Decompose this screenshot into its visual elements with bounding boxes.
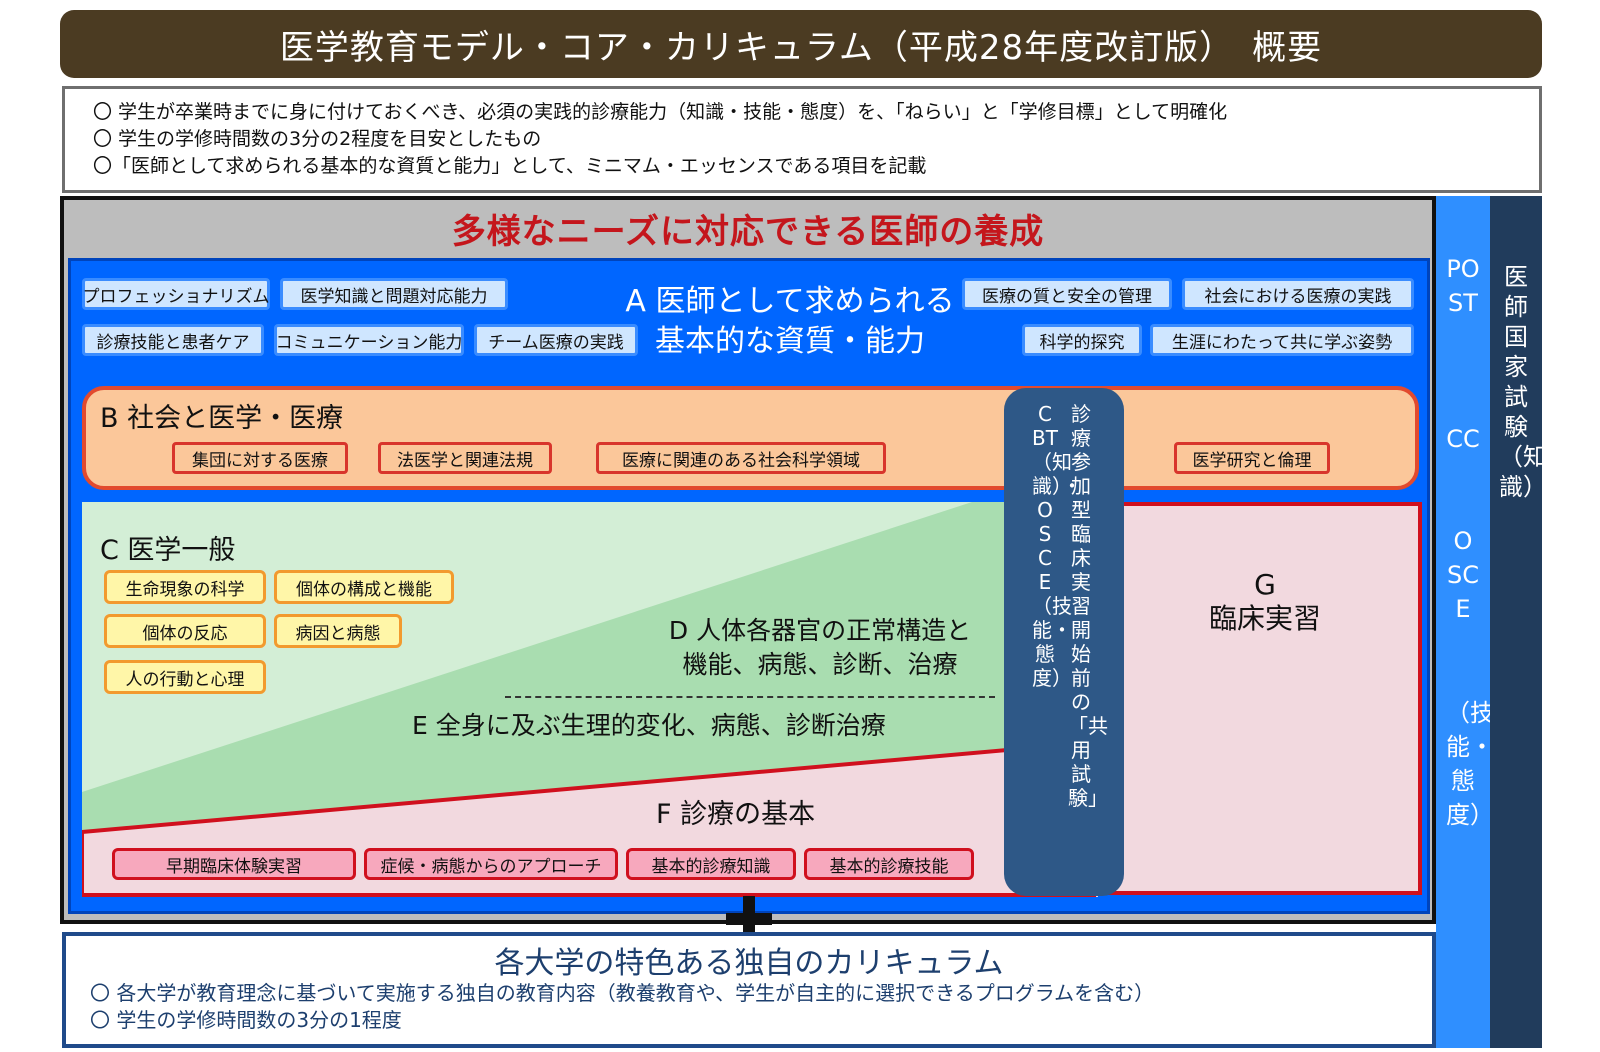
university-line: 〇 学生の学修時間数の3分の1程度 xyxy=(90,1008,402,1032)
tag-c-life-science: 生命現象の科学 xyxy=(104,570,266,604)
cbt-osce-box: CBT（知識）・OSCE（技能・態度） 診療参加型臨床実習開始前の「共用試験」 xyxy=(1004,388,1124,896)
tag-f-symptom-approach: 症候・病態からのアプローチ xyxy=(364,848,618,880)
tag-c-structure: 個体の構成と機能 xyxy=(274,570,454,604)
university-curriculum-box xyxy=(62,932,1436,1048)
tag-a-social-practice: 社会における医療の実践 xyxy=(1182,278,1414,310)
tag-b-social-science: 医療に関連のある社会科学領域 xyxy=(596,442,886,474)
tag-b-population: 集団に対する医療 xyxy=(172,442,348,474)
summary-box: 〇 学生が卒業時までに身に付けておくべき、必須の実践的診療能力（知識・技能・態度… xyxy=(62,86,1542,193)
page-title: 医学教育モデル・コア・カリキュラム（平成28年度改訂版） 概要 xyxy=(60,10,1542,78)
tag-a-clinical-skills: 診療技能と患者ケア xyxy=(82,324,264,356)
tag-c-reaction: 個体の反応 xyxy=(104,614,266,648)
plus-icon xyxy=(726,896,772,942)
tag-a-communication: コミュニケーション能力 xyxy=(274,324,464,356)
section-c-title: C 医学一般 xyxy=(100,535,236,566)
university-lines: 〇 各大学が教育理念に基づいて実施する独自の教育内容（教養教育や、学生が自主的に… xyxy=(90,980,1154,1034)
f-boundary-line xyxy=(82,740,1098,834)
post-cc-osce-post: POST xyxy=(1446,255,1480,317)
section-g-panel xyxy=(1094,502,1422,895)
section-g-title: G 臨床実習 xyxy=(1150,568,1380,636)
section-a-title-line: 基本的な資質・能力 xyxy=(655,324,925,359)
summary-line: 〇「医師として求められる基本的な資質と能力」として、ミニマム・エッセンスである項… xyxy=(93,155,927,177)
tag-a-professionalism: プロフェッショナリズム xyxy=(82,278,270,310)
university-title: 各大学の特色ある独自のカリキュラム xyxy=(494,946,1004,981)
tag-b-research-ethics: 医学研究と倫理 xyxy=(1174,442,1330,474)
summary-line: 〇 学生が卒業時までに身に付けておくべき、必須の実践的診療能力（知識・技能・態度… xyxy=(93,101,1228,123)
post-cc-osce-osce: OSCE xyxy=(1447,527,1479,623)
section-b-title: B 社会と医学・医療 xyxy=(100,403,344,434)
tag-a-scientific-inquiry: 科学的探究 xyxy=(1022,324,1142,356)
tag-c-pathology: 病因と病態 xyxy=(274,614,402,648)
tag-c-behavior: 人の行動と心理 xyxy=(104,660,266,694)
section-d-line: 機能、病態、診断、治療 xyxy=(682,650,958,679)
tag-b-forensic: 法医学と関連法規 xyxy=(378,442,552,474)
post-cc-osce-cc: CC xyxy=(1446,425,1480,453)
summary-line: 〇 学生の学修時間数の3分の2程度を目安としたもの xyxy=(93,128,542,150)
section-e-title: E 全身に及ぶ生理的変化、病態、診断治療 xyxy=(412,711,886,740)
tag-f-basic-knowledge: 基本的診療知識 xyxy=(626,848,796,880)
tag-a-quality-safety: 医療の質と安全の管理 xyxy=(962,278,1172,310)
cbt-line-2: 診療参加型臨床実習開始前の「共用試験」 xyxy=(1068,402,1108,810)
university-line: 〇 各大学が教育理念に基づいて実施する独自の教育内容（教養教育や、学生が自主的に… xyxy=(90,981,1155,1005)
section-d-title: D 人体各器官の正常構造と 機能、病態、診断、治療 xyxy=(630,614,1010,682)
de-divider xyxy=(505,696,995,698)
f-border xyxy=(82,832,1096,897)
section-a-title-line: A 医師として求められる xyxy=(625,284,955,319)
cbt-line-1: CBT（知識）・OSCE（技能・態度） xyxy=(1032,402,1082,690)
tag-a-knowledge: 医学知識と問題対応能力 xyxy=(280,278,508,310)
tag-f-early-exposure: 早期臨床体験実習 xyxy=(112,848,356,880)
post-cc-osce-skills: （技能・態度） xyxy=(1446,699,1494,829)
section-d-line: D 人体各器官の正常構造と xyxy=(668,616,972,645)
tag-a-lifelong-learning: 生涯にわたって共に学ぶ姿勢 xyxy=(1150,324,1414,356)
section-g-letter: G xyxy=(1254,568,1276,601)
national-exam-column: 医師国家試験（知識） xyxy=(1490,196,1547,1048)
tag-a-team-medicine: チーム医療の実践 xyxy=(474,324,638,356)
section-f-title: F 診療の基本 xyxy=(656,799,816,830)
tag-f-basic-skills: 基本的診療技能 xyxy=(804,848,974,880)
post-cc-osce-column: POST CC OSCE （技能・態度） xyxy=(1436,196,1494,1048)
main-heading: 多様なニーズに対応できる医師の養成 xyxy=(451,211,1045,252)
national-exam-label: 医師国家試験（知識） xyxy=(1499,263,1547,501)
section-g-label: 臨床実習 xyxy=(1208,602,1321,635)
section-a-title: A 医師として求められる 基本的な資質・能力 xyxy=(620,282,960,362)
